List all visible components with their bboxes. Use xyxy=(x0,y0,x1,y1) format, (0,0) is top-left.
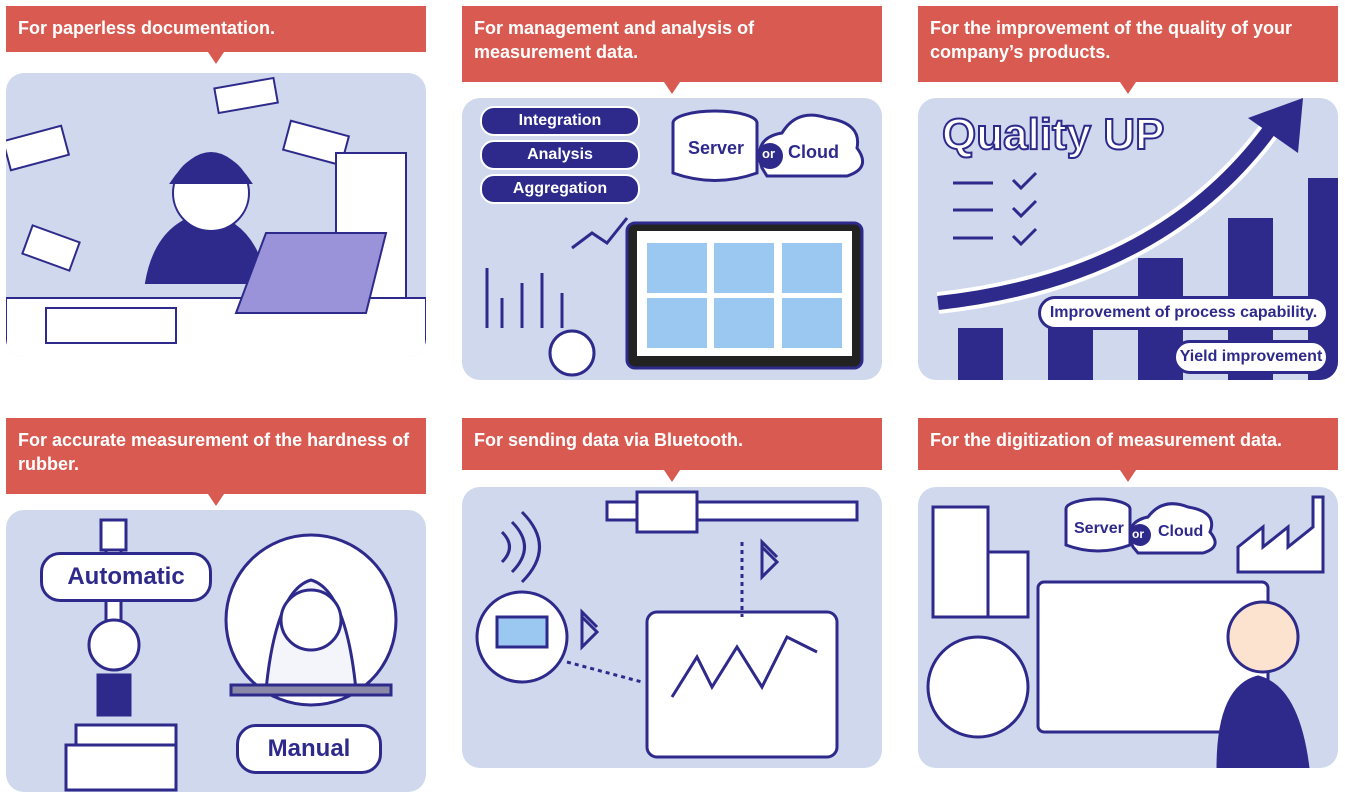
automatic-label: Automatic xyxy=(40,552,212,602)
card-3-title: For the improvement of the quality of yo… xyxy=(930,18,1293,62)
or-label: or xyxy=(762,146,775,161)
bluetooth-transfer-illustration xyxy=(475,490,859,759)
tag-process-capability: Improvement of process capability. xyxy=(1038,296,1329,330)
cloud-label-2: Cloud xyxy=(1158,523,1204,540)
tag-yield-improvement: Yield improvement xyxy=(1173,340,1329,374)
card-3-header: For the improvement of the quality of yo… xyxy=(918,6,1338,94)
manual-label: Manual xyxy=(236,724,382,774)
card-1-header: For paperless documentation. xyxy=(6,6,426,64)
quality-up-headline: Quality UP xyxy=(941,109,1165,160)
card-1-illustration xyxy=(6,73,426,357)
card-4-illustration: Automatic Manual xyxy=(6,510,426,792)
pill-integration: Integration xyxy=(480,106,640,136)
pill-aggregation: Aggregation xyxy=(480,174,640,204)
card-1-title: For paperless documentation. xyxy=(18,18,276,38)
card-3-illustration: Quality UP Improvement of process capabi… xyxy=(918,98,1338,380)
card-5-illustration xyxy=(462,487,882,768)
card-2-header: For management and analysis of measureme… xyxy=(462,6,882,94)
worker-at-laptop-illustration xyxy=(6,76,426,357)
card-5-title: For sending data via Bluetooth. xyxy=(474,430,744,450)
server-cloud-tablet-illustration xyxy=(485,109,865,377)
or-label-2: or xyxy=(1132,527,1144,541)
card-6-header: For the digitization of measurement data… xyxy=(918,418,1338,482)
card-6-title: For the digitization of measurement data… xyxy=(930,430,1283,450)
card-5-header: For sending data via Bluetooth. xyxy=(462,418,882,482)
card-4-header: For accurate measurement of the hardness… xyxy=(6,418,426,506)
card-6-illustration: Server or Cloud xyxy=(918,487,1338,768)
cloud-label: Cloud xyxy=(788,142,839,162)
card-4-title: For accurate measurement of the hardness… xyxy=(18,430,410,474)
card-2-title: For management and analysis of measureme… xyxy=(474,18,755,62)
digitization-illustration xyxy=(926,495,1325,768)
card-2-illustration: Integration Analysis Aggregation Server … xyxy=(462,98,882,380)
pill-analysis: Analysis xyxy=(480,140,640,170)
server-label: Server xyxy=(688,138,745,158)
server-label-2: Server xyxy=(1074,520,1124,537)
